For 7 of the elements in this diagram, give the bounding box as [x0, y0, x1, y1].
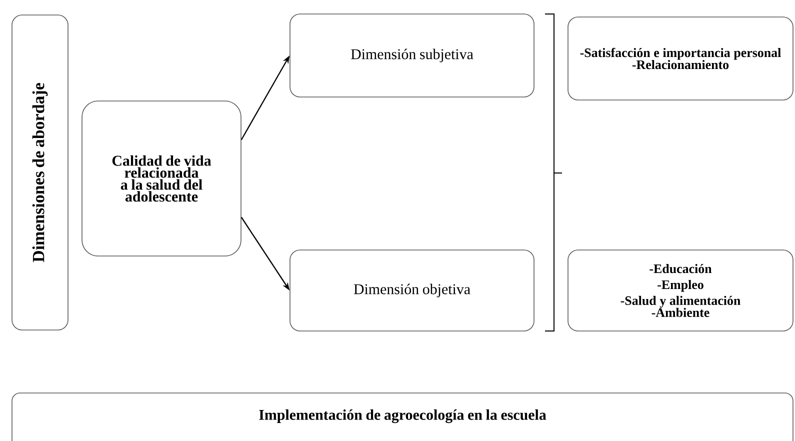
text-box: -Satisfacción e importancia personal -Relacionamiento — [568, 16, 794, 100]
text-box: Calidad de vida relacionada a la salud del adolescente — [82, 100, 242, 256]
text-box: -Educación -Empleo -Salud y alimentación -Ambiente — [568, 250, 794, 332]
text-box: Implementación de agroecología en la escuela — [12, 392, 794, 441]
text-box: Dimensión subjetiva — [290, 14, 534, 98]
text-box: Dimensiones de abordaje — [12, 14, 68, 330]
text-box: Dimensión objetiva — [290, 250, 534, 332]
